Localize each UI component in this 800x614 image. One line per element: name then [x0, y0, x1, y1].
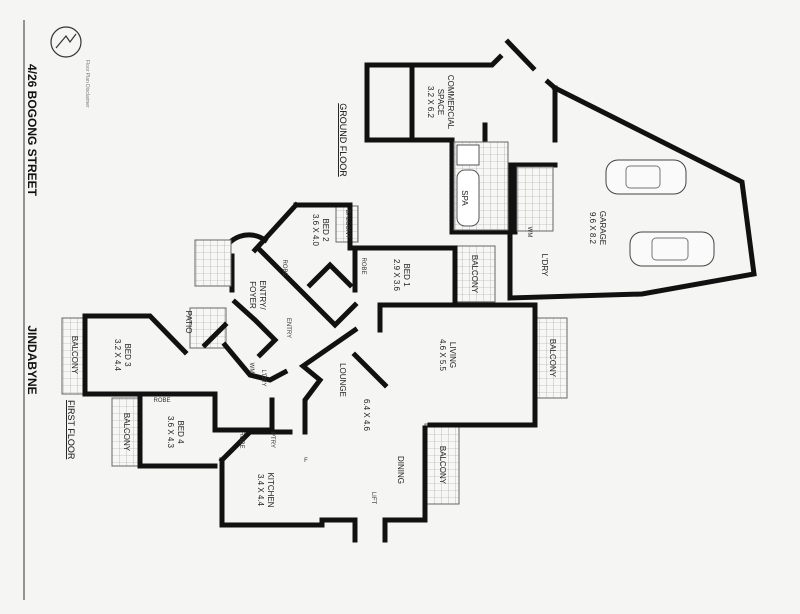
balcony-bed1-label: BALCONY	[470, 255, 479, 294]
laundry-label: L'DRY	[260, 369, 266, 386]
commercial-space-label: COMMERCIAL	[446, 75, 455, 130]
shower-icon	[456, 144, 480, 166]
lounge-size: 6.4 X 4.6	[362, 399, 371, 432]
lounge-label: LOUNGE	[338, 363, 347, 397]
ground-laundry-label: L'DRY	[540, 254, 549, 277]
washing-machine-label: WM	[526, 227, 532, 238]
ground-floor-label: GROUND FLOOR	[338, 103, 348, 177]
car-icon	[605, 159, 687, 195]
garage-label: GARAGE	[598, 211, 607, 245]
living-size: 4.6 X 5.5	[438, 339, 447, 372]
kitchen-label: KITCHEN	[266, 472, 275, 507]
kitchen-size: 3.4 X 4.4	[256, 474, 265, 507]
dining-label: DINING	[396, 456, 405, 484]
commercial-space-label-2: SPACE	[436, 89, 445, 116]
address-title: 4/26 BOGONG STREET	[25, 64, 39, 197]
ground-laundry-tiles	[516, 166, 554, 232]
suburb-title: JINDABYNE	[25, 325, 39, 394]
bed4-robe-label: ROBE	[153, 398, 170, 404]
entry-foyer-label: ENTRY/	[258, 280, 267, 310]
first-floor-label: FIRST FLOOR	[66, 400, 76, 460]
bed2-label: BED 2	[321, 218, 330, 242]
pantry-label: PTRY	[269, 432, 275, 448]
compass-arrow-logo-icon	[50, 26, 82, 58]
bed2-size: 3.6 X 4.0	[311, 214, 320, 247]
balcony-bed4	[111, 397, 141, 467]
balcony-bed4-label: BALCONY	[122, 413, 131, 452]
stairs	[194, 239, 232, 287]
first-wm-label: WM	[248, 363, 254, 374]
balcony-dining	[424, 423, 460, 505]
balcony-bed3-label: BALCONY	[70, 336, 79, 375]
bed3-size: 3.2 X 4.4	[113, 339, 122, 372]
living-label: LIVING	[448, 342, 457, 368]
bed1-size: 2.9 X 3.6	[392, 259, 401, 292]
balcony-bed1	[454, 245, 496, 303]
entry-label: ENTRY	[285, 318, 291, 338]
bed3-label: BED 3	[123, 343, 132, 367]
first-floor-walls	[82, 201, 538, 543]
entry-foyer-label-2: FOYER	[248, 281, 257, 309]
lift-label: LIFT	[370, 492, 376, 505]
commercial-space-size: 3.2 X 6.2	[426, 86, 435, 119]
bed1-label: BED 1	[402, 263, 411, 287]
spa-label: SPA	[460, 190, 469, 206]
garage-size: 9.6 X 8.2	[588, 212, 597, 245]
spa-bath-icon	[456, 169, 480, 227]
disclaimer-title: Floor Plan Disclaimer	[84, 60, 90, 108]
ground-floor-walls	[364, 38, 757, 301]
bed4-label: BED 4	[176, 420, 185, 444]
balcony-living-label: BALCONY	[548, 339, 557, 378]
patio-label: PATIO	[184, 311, 193, 334]
bed4-size: 3.6 X 4.3	[166, 416, 175, 449]
balcony-bed2-label: BALCONY	[344, 210, 350, 239]
bed2-robe-label: ROBE	[281, 259, 287, 276]
bed4-robe-side-label: ROBE	[238, 431, 244, 448]
fridge-label: F	[304, 458, 308, 464]
balcony-dining-label: BALCONY	[438, 446, 447, 485]
bed1-robe-label: ROBE	[360, 257, 366, 274]
car-icon	[629, 231, 715, 267]
